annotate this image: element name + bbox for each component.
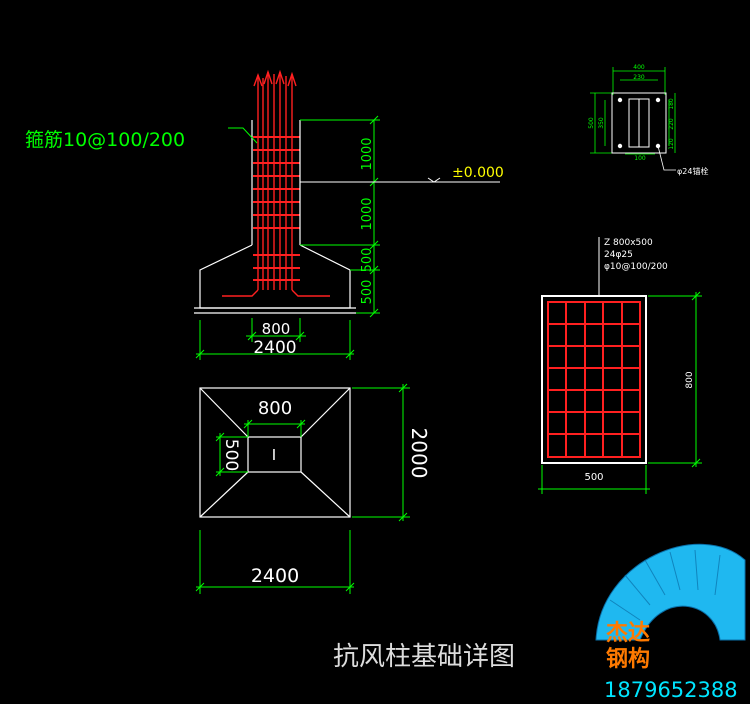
plan-dim-width: 2400 xyxy=(251,565,299,587)
footing-outline xyxy=(194,120,356,314)
section-outline xyxy=(541,295,647,464)
dim-upper-1000: 1000 xyxy=(360,137,375,170)
plan-dim-column-x: 800 xyxy=(258,398,292,419)
plan-dim-depth: 2000 xyxy=(407,428,431,479)
section-title-3: φ10@100/200 xyxy=(604,262,668,272)
dim-base-500: 500 xyxy=(360,280,375,305)
dim-middle-1000: 1000 xyxy=(360,197,375,230)
section-rebar-grid xyxy=(547,301,641,458)
section-dim-width: 500 xyxy=(584,472,603,483)
section-dim-height: 800 xyxy=(685,371,695,388)
plan-outline xyxy=(199,387,351,518)
footing-plan: I 800 500 2000 2400 xyxy=(195,383,431,594)
section-title-1: Z 800x500 xyxy=(604,238,653,248)
bp-dim-top-1: 230 xyxy=(633,74,645,81)
dim-taper-500: 500 xyxy=(360,248,375,273)
bp-dim-right-0: 180 xyxy=(668,98,675,110)
plan-dims xyxy=(195,383,410,594)
bp-dim-right-1: 220 xyxy=(668,118,675,130)
level-mark: ±0.000 xyxy=(452,165,504,181)
brand-line1: 杰达 xyxy=(606,621,650,646)
base-plate-dims xyxy=(590,67,676,155)
base-plate-detail: 400 230 500 350 180 220 120 100 φ24锚栓 xyxy=(588,64,708,176)
footing-elevation: 箍筋10@100/200 1000 1000 500 500 ±0.000 xyxy=(25,69,504,360)
bp-dim-left-1: 350 xyxy=(598,117,605,129)
bp-dim-right-2: 120 xyxy=(668,138,675,150)
column-main-rebar xyxy=(222,69,330,297)
dim-footing-width: 2400 xyxy=(253,338,296,358)
column-section-symbol: I xyxy=(272,446,276,464)
bp-dim-left-0: 500 xyxy=(588,117,595,129)
brand-line2: 钢构 xyxy=(606,646,650,672)
bp-dim-bottom-0: 100 xyxy=(634,155,646,162)
brand-phone: 1879652388 xyxy=(604,678,738,702)
plan-dim-column-y: 500 xyxy=(221,439,241,471)
section-title-2: 24φ25 xyxy=(604,250,633,260)
column-section: Z 800x500 24φ25 φ10@100/200 xyxy=(538,237,702,494)
dim-column-width: 800 xyxy=(262,320,291,338)
section-dims xyxy=(538,291,702,494)
level-mark-symbol xyxy=(300,177,500,183)
drawing-caption: 抗风柱基础详图 xyxy=(333,642,515,672)
bolt-label: φ24锚栓 xyxy=(677,166,708,176)
bp-dim-top-0: 400 xyxy=(633,64,645,71)
brand-watermark: 杰达 钢构 1879652388 xyxy=(595,543,746,702)
elevation-horizontal-dims xyxy=(195,318,355,360)
column-stirrups xyxy=(253,136,300,281)
stirrup-label: 箍筋10@100/200 xyxy=(25,129,185,151)
anchor-bolts xyxy=(617,97,661,149)
